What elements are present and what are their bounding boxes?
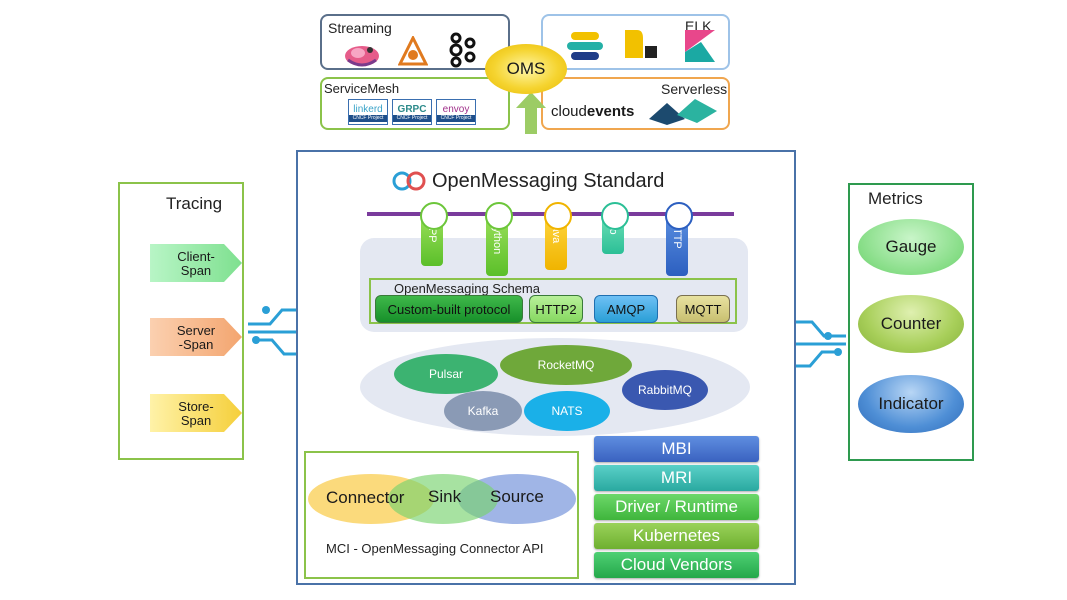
streaming-box: Streaming	[320, 14, 510, 70]
protocol-http2: HTTP2	[529, 295, 583, 323]
elk-box: ELK	[541, 14, 730, 70]
connector-label: Connector	[326, 488, 405, 507]
metrics-title: Metrics	[868, 189, 923, 208]
broker-pulsar: Pulsar	[394, 354, 498, 394]
broker-pulsar-label: Pulsar	[428, 367, 463, 381]
stack-driver-runtime: Driver / Runtime	[594, 494, 759, 520]
server-span-line1: Server	[176, 323, 216, 338]
counter-label: Counter	[880, 314, 942, 333]
serverless-label: Serverless	[661, 81, 728, 97]
source-label: Source	[490, 487, 544, 506]
schema-box	[369, 278, 737, 324]
broker-kafka: Kafka	[444, 391, 522, 431]
oms-node: OMS	[485, 44, 567, 94]
stack-kubernetes-label: Kubernetes	[633, 526, 720, 545]
server-span-tag: Server-Span	[150, 318, 242, 358]
protocol-custom-label: Custom-built protocol	[387, 301, 511, 317]
broker-nats: NATS	[524, 391, 610, 431]
cloudevents-prefix: cloud	[551, 103, 587, 120]
lang-http-ring	[665, 202, 693, 230]
lang-cpp-ring	[420, 202, 448, 230]
linkerd-logo: linkerd CNCF Project	[348, 99, 388, 125]
broker-nats-label: NATS	[551, 404, 583, 418]
protocol-http2-label: HTTP2	[535, 301, 577, 317]
grpc-logo: GRPC CNCF Project	[392, 99, 432, 125]
store-span-line2: Span	[180, 413, 212, 428]
servicemesh-label: ServiceMesh	[324, 81, 400, 96]
stack-mbi-label: MBI	[661, 439, 692, 458]
sink-circle	[388, 474, 498, 524]
cncf-caption: CNCF Project	[349, 115, 387, 122]
elasticsearch-icon	[567, 32, 603, 60]
kibana-icon	[685, 30, 715, 62]
cloudevents-logo: cloudevents	[551, 103, 634, 120]
center-title: OpenMessaging Standard	[432, 170, 665, 192]
oms-label: OMS	[506, 59, 546, 78]
logstash-icon	[625, 30, 657, 58]
envoy-text: envoy	[442, 104, 470, 115]
grpc-text: GRPC	[397, 104, 427, 115]
broker-rabbitmq-label: RabbitMQ	[637, 383, 693, 397]
openmessaging-logo-icon	[392, 171, 426, 191]
cncf-caption: CNCF Project	[393, 115, 431, 122]
linkerd-text: linkerd	[353, 104, 383, 115]
server-span-line2: -Span	[178, 337, 214, 352]
protocol-mqtt: MQTT	[676, 295, 730, 323]
flink-icon	[345, 46, 379, 67]
stack-cloud-vendors-label: Cloud Vendors	[620, 555, 733, 574]
kafka-icon	[449, 32, 476, 68]
lang-java-ring	[544, 202, 572, 230]
envoy-logo: envoy CNCF Project	[436, 99, 476, 125]
servicemesh-box: ServiceMesh linkerd CNCF Project GRPC CN…	[320, 77, 510, 130]
store-span-tag: Store-Span	[150, 394, 242, 434]
streaming-label: Streaming	[328, 20, 392, 36]
broker-rocketmq-label: RocketMQ	[537, 358, 595, 372]
client-span-line1: Client-	[177, 249, 215, 264]
stack-mbi: MBI	[594, 436, 759, 462]
tracing-title: Tracing	[166, 194, 223, 213]
protocol-amqp-label: AMQP	[606, 301, 646, 317]
broker-kafka-label: Kafka	[467, 404, 499, 418]
oms-up-arrow	[516, 92, 546, 134]
broker-rocketmq: RocketMQ	[500, 345, 632, 385]
sink-label: Sink	[428, 487, 462, 506]
store-span-line1: Store-	[178, 399, 214, 414]
serverless-box: Serverless cloudevents	[541, 77, 730, 130]
broker-rabbitmq: RabbitMQ	[622, 370, 708, 410]
lang-go-ring	[601, 202, 629, 230]
connector-caption: MCI - OpenMessaging Connector API	[326, 541, 544, 556]
metric-gauge: Gauge	[858, 219, 964, 275]
stack-cloud-vendors: Cloud Vendors	[594, 552, 759, 578]
indicator-label: Indicator	[878, 394, 944, 413]
client-span-line2: Span	[180, 263, 212, 278]
stack-kubernetes: Kubernetes	[594, 523, 759, 549]
schema-title: OpenMessaging Schema	[394, 281, 540, 296]
knative-icon	[649, 99, 717, 125]
stack-mri: MRI	[594, 465, 759, 491]
storm-icon	[398, 36, 428, 66]
gauge-label: Gauge	[885, 237, 937, 256]
protocol-mqtt-label: MQTT	[684, 301, 722, 317]
tracing-arrows	[150, 244, 242, 432]
lang-python-ring	[485, 202, 513, 230]
cloudevents-bold: events	[586, 103, 635, 120]
stack-mri-label: MRI	[660, 468, 693, 487]
metric-counter: Counter	[858, 295, 964, 353]
protocol-custom: Custom-built protocol	[375, 295, 523, 323]
stack-driver-runtime-label: Driver / Runtime	[615, 497, 738, 516]
protocol-amqp: AMQP	[594, 295, 658, 323]
metric-indicator: Indicator	[858, 375, 964, 433]
cncf-caption: CNCF Project	[437, 115, 475, 122]
client-span-tag: Client-Span	[150, 244, 242, 284]
